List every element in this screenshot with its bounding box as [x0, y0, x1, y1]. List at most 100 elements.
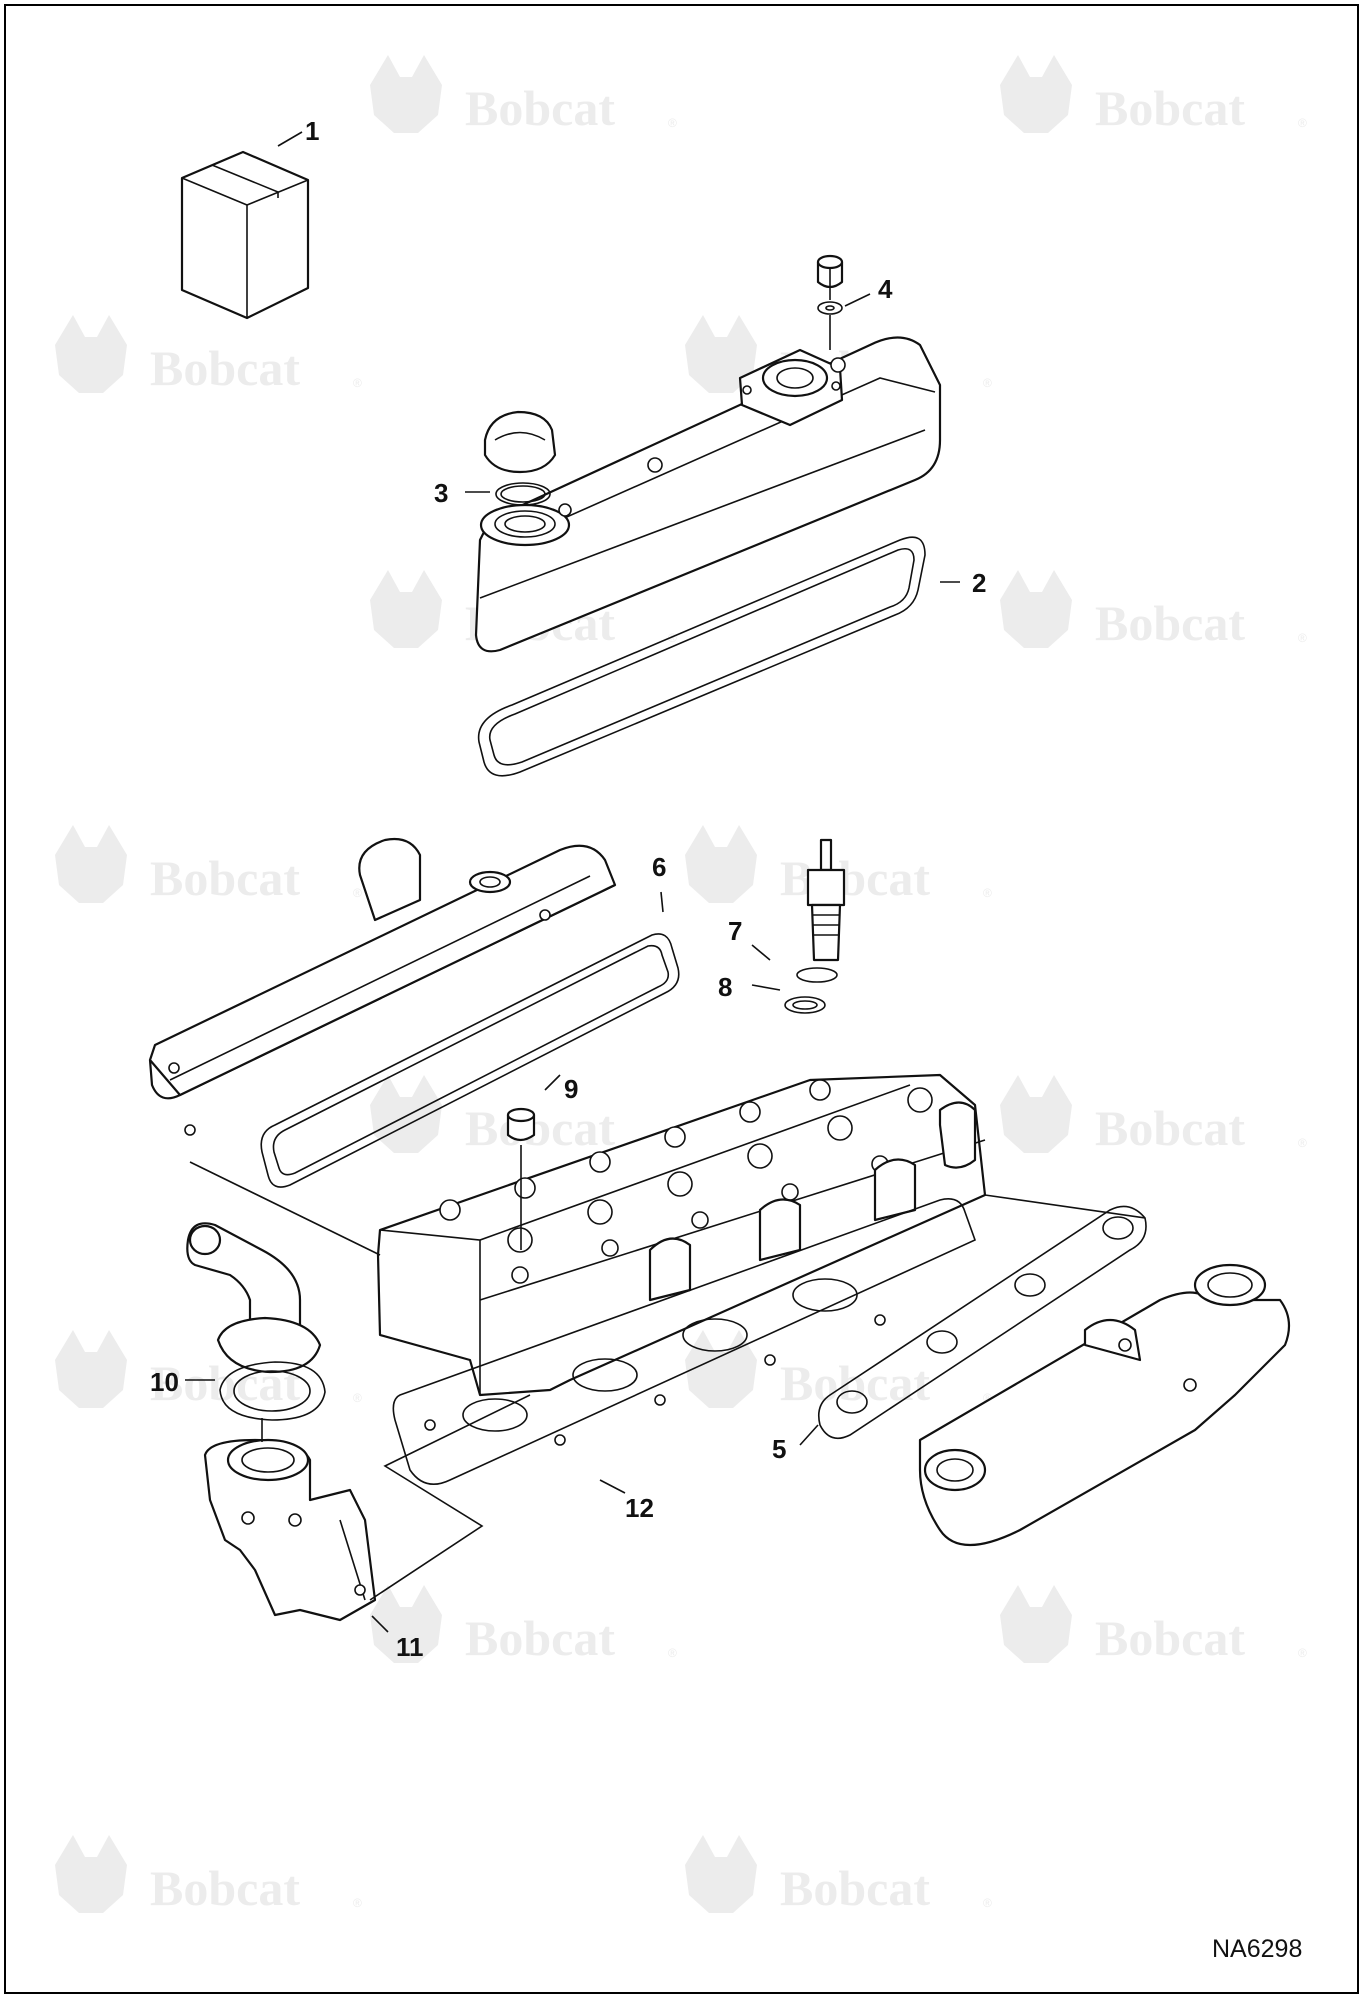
callout-2: 2 — [972, 568, 986, 598]
registered-mark: ® — [983, 886, 992, 900]
registered-mark: ® — [668, 116, 677, 130]
leader-7 — [751, 944, 771, 961]
bobcat-head-icon — [685, 1835, 757, 1913]
bobcat-head-icon — [1000, 55, 1072, 133]
registered-mark: ® — [668, 631, 677, 645]
registered-mark: ® — [983, 1896, 992, 1910]
reference-code: NA6298 — [1212, 1935, 1302, 1963]
leader-head-to-housing — [369, 1394, 531, 1601]
leader-11 — [371, 1615, 389, 1633]
watermark: Bobcat ® — [370, 1585, 677, 1666]
intake-manifold — [148, 837, 617, 1136]
watermark-brand-text: Bobcat — [780, 1355, 930, 1411]
exhaust-manifold — [918, 1263, 1291, 1547]
watermark-brand-text: Bobcat — [465, 1100, 615, 1156]
bobcat-head-icon — [55, 1330, 127, 1408]
bobcat-head-icon — [1000, 570, 1072, 648]
watermark: Bobcat ® — [1000, 1585, 1307, 1666]
bobcat-head-icon — [1000, 1585, 1072, 1663]
registered-mark: ® — [1298, 1136, 1307, 1150]
oil-filler-cap — [483, 410, 557, 474]
callout-labels: 1 2 3 4 5 6 7 8 9 10 11 12 — [150, 116, 986, 1662]
watermark: Bobcat ® — [55, 1835, 362, 1916]
part-6-intake-gasket — [260, 933, 680, 1188]
thermostat-elbow — [186, 1222, 322, 1374]
registered-mark: ® — [983, 1391, 992, 1405]
registered-mark: ® — [353, 1896, 362, 1910]
watermark: Bobcat ® — [1000, 1075, 1307, 1156]
watermark-brand-text: Bobcat — [465, 1610, 615, 1666]
leader-6 — [660, 891, 664, 913]
leader-9 — [544, 1074, 561, 1091]
part-8-copper-washers — [784, 967, 838, 1014]
callout-8: 8 — [718, 972, 732, 1002]
part-10-thermostat-gasket — [219, 1361, 326, 1421]
bobcat-head-icon — [55, 315, 127, 393]
callout-1: 1 — [305, 116, 319, 146]
watermark: Bobcat ® — [685, 1330, 992, 1411]
registered-mark: ® — [1298, 1646, 1307, 1660]
watermark: Bobcat ® — [370, 55, 677, 136]
bobcat-head-icon — [370, 55, 442, 133]
watermark-brand-text: Bobcat — [150, 850, 300, 906]
registered-mark: ® — [353, 376, 362, 390]
part-12-head-gasket — [392, 1198, 977, 1486]
part-9-valve-stem-seal — [506, 1107, 536, 1250]
registered-mark: ® — [353, 1391, 362, 1405]
leader-intake-to-head — [189, 1161, 381, 1256]
callout-5: 5 — [772, 1434, 786, 1464]
leader-head-to-exhaust — [984, 1194, 1146, 1219]
part-2-cover-gasket — [477, 536, 926, 777]
bobcat-head-icon — [685, 1330, 757, 1408]
part-4-nut-and-washer — [816, 254, 844, 315]
watermark-brand-text: Bobcat — [780, 1860, 930, 1916]
bobcat-head-icon — [1000, 1075, 1072, 1153]
part-11-water-housing — [203, 1438, 377, 1622]
leader-5 — [799, 1424, 819, 1446]
leader-1 — [277, 131, 303, 147]
registered-mark: ® — [1298, 631, 1307, 645]
watermark-brand-text: Bobcat — [1095, 1100, 1245, 1156]
watermark-brand-text: Bobcat — [465, 80, 615, 136]
part-3-cap-o-ring — [495, 482, 551, 506]
leader-8 — [751, 984, 781, 991]
watermark: Bobcat® — [1000, 570, 1307, 651]
registered-mark: ® — [983, 376, 992, 390]
watermark: Bobcat ® — [55, 315, 362, 396]
cylinder-head — [376, 1073, 987, 1397]
registered-mark: ® — [1298, 116, 1307, 130]
watermark: Bobcat ® — [685, 825, 992, 906]
watermark: Bobcat ® — [685, 1835, 992, 1916]
watermark: Bobcat® — [370, 1075, 677, 1156]
bobcat-head-icon — [55, 1835, 127, 1913]
part-7-glow-plug — [806, 838, 846, 962]
brand-watermarks: Bobcat® Bobcat® Bobcat® Bobcat® Bobcat® … — [55, 55, 1307, 1916]
watermark-brand-text: Bobcat — [150, 340, 300, 396]
leader-4 — [844, 293, 871, 307]
watermark: Bobcat® — [55, 825, 362, 906]
leader-12 — [599, 1479, 626, 1494]
callout-7: 7 — [728, 916, 742, 946]
callout-9: 9 — [564, 1074, 578, 1104]
valve-cover — [474, 336, 942, 653]
watermark-brand-text: Bobcat — [780, 850, 930, 906]
callout-11: 11 — [396, 1632, 424, 1662]
part-5-exhaust-gaskets — [817, 1205, 1147, 1440]
part-1-gasket-kit-box — [180, 150, 310, 320]
watermark-brand-text: Bobcat — [1095, 1610, 1245, 1666]
bobcat-head-icon — [370, 570, 442, 648]
bobcat-head-icon — [370, 1075, 442, 1153]
bobcat-head-icon — [55, 825, 127, 903]
callout-4: 4 — [878, 274, 893, 304]
callout-leaders — [185, 131, 1146, 1633]
bobcat-head-icon — [685, 825, 757, 903]
callout-6: 6 — [652, 852, 666, 882]
watermark-brand-text: Bobcat — [150, 1860, 300, 1916]
watermark: Bobcat ® — [1000, 55, 1307, 136]
callout-12: 12 — [625, 1493, 654, 1523]
watermark-brand-text: Bobcat — [1095, 80, 1245, 136]
diagram-frame — [4, 4, 1359, 1994]
registered-mark: ® — [668, 1646, 677, 1660]
callout-10: 10 — [150, 1367, 179, 1397]
